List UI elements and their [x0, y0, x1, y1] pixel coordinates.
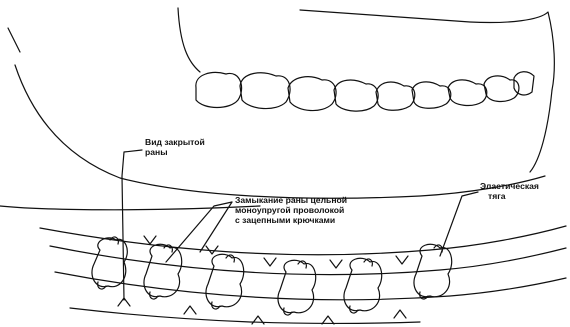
tension-arrow-top-1	[144, 236, 156, 244]
wire-loop-3	[206, 254, 244, 306]
tension-arrow-top-4	[330, 260, 342, 268]
upper-jaw-outline	[178, 8, 200, 72]
leader-wire	[166, 202, 232, 262]
maxilla-outline	[300, 10, 554, 90]
leader-elastic	[440, 192, 478, 256]
tension-arrow-top-5	[396, 256, 408, 264]
tension-arrow-bottom-5	[394, 310, 406, 318]
wire-loop-4	[278, 260, 316, 312]
tooth-3	[288, 77, 336, 111]
label-wire-line1: Замыкание раны цельной	[235, 195, 347, 205]
label-elastic-line1: Эластическая	[480, 181, 539, 191]
hair-stroke	[8, 28, 20, 52]
label-closed-wound-line1: Вид закрытой	[145, 137, 205, 147]
label-elastic-traction: Эластическая тяга	[480, 181, 539, 201]
wound-lower-curve	[55, 272, 566, 300]
label-closed-wound-line2: раны	[145, 147, 168, 157]
mandible-ramus-line	[530, 90, 552, 172]
tension-arrow-bottom-3	[252, 316, 264, 324]
label-closed-wound: Вид закрытой раны	[145, 137, 205, 157]
wire-loop-5	[344, 258, 382, 310]
label-wire-line3: с зацепными крючками	[235, 215, 335, 225]
chin-outline	[0, 206, 260, 210]
tooth-1	[196, 73, 242, 108]
tooth-4	[334, 80, 378, 111]
tension-arrow-top-3	[264, 258, 276, 266]
label-wire-line2: моноупругой проволокой	[235, 205, 344, 215]
label-elastic-line2: тяга	[488, 191, 506, 201]
leader-wire-2	[200, 202, 232, 252]
face-contour-line	[15, 65, 545, 198]
tooth-9	[514, 72, 534, 95]
tooth-7	[448, 80, 487, 106]
tooth-6	[412, 82, 451, 108]
tooth-5	[376, 82, 415, 110]
label-wire-closure: Замыкание раны цельной моноупругой прово…	[235, 195, 347, 225]
tooth-2	[240, 73, 290, 109]
tension-arrow-bottom-2	[184, 306, 196, 314]
